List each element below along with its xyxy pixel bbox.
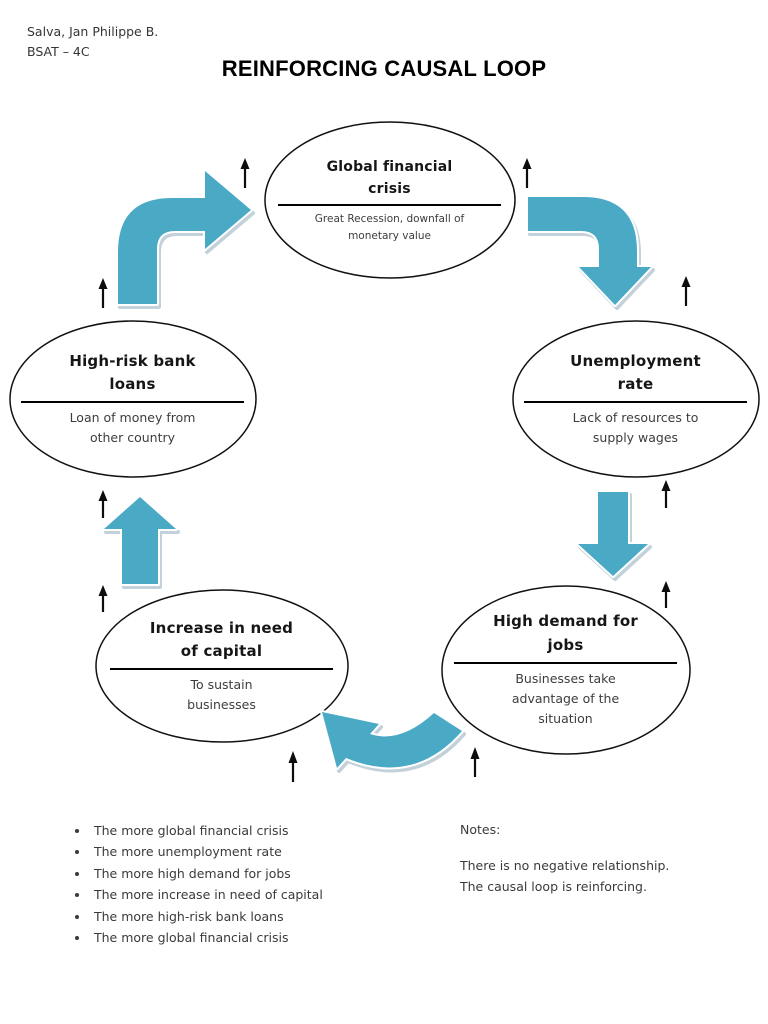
notes-line: The causal loop is reinforcing.: [460, 878, 647, 894]
node-high-risk-bank-loans: High-risk bank loans Loan of money from …: [21, 314, 244, 484]
author-block: Salva, Jan Philippe B. BSAT – 4C: [27, 22, 158, 62]
node-subtitle-line: supply wages: [592, 430, 679, 446]
polarity-up-arrow-icon: [98, 278, 108, 308]
author-name: Salva, Jan Philippe B.: [27, 24, 159, 39]
node-title-line: High-risk bank: [69, 351, 196, 370]
node-unemployment-rate: Unemployment rate Lack of resources to s…: [524, 314, 747, 484]
polarity-up-arrow-icon: [661, 581, 671, 608]
ellipse-global-financial-crisis: [264, 121, 516, 279]
node-subtitle-line: monetary value: [348, 229, 431, 242]
node-subtitle-line: Loan of money from: [69, 409, 196, 425]
node-divider: [278, 203, 501, 206]
list-item: The more unemployment rate: [90, 841, 323, 862]
polarity-up-arrow-icon: [98, 490, 108, 518]
node-subtitle-line: Businesses take: [515, 670, 616, 686]
node-title-line: crisis: [368, 180, 411, 197]
node-subtitle: Loan of money from other country: [70, 408, 196, 449]
page-title: REINFORCING CAUSAL LOOP: [221, 56, 547, 81]
author-section: BSAT – 4C: [27, 44, 90, 59]
node-divider: [110, 667, 333, 670]
node-subtitle: Great Recession, downfall of monetary va…: [315, 211, 464, 245]
flow-arrows: [102, 169, 653, 770]
node-subtitle-line: businesses: [187, 697, 256, 713]
node-title: Unemployment rate: [570, 350, 701, 397]
node-title: High demand for jobs: [493, 610, 638, 657]
list-item: The more high demand for jobs: [90, 863, 323, 884]
node-title-line: Global financial: [326, 158, 453, 175]
notes-block: Notes: There is no negative relationship…: [460, 822, 669, 897]
ellipse-unemployment-rate: [512, 320, 760, 478]
arrow-loans-to-crisis-icon: [116, 169, 253, 306]
arrow-jobs-to-capital-icon: [320, 710, 464, 770]
node-subtitle-line: To sustain: [190, 676, 253, 692]
node-title: Global financial crisis: [327, 156, 453, 200]
node-subtitle: Businesses take advantage of the situati…: [512, 669, 619, 730]
node-ellipses: [9, 121, 760, 755]
node-subtitle: To sustain businesses: [187, 675, 256, 716]
node-title-line: loans: [109, 375, 156, 394]
ellipse-high-risk-bank-loans: [9, 320, 257, 478]
loop-summary-list: The more global financial crisis The mor…: [62, 820, 323, 948]
arrow-capital-to-loans-icon: [102, 495, 178, 586]
ellipse-increase-in-need-of-capital: [95, 589, 349, 743]
arrow-unemployment-to-jobs-icon: [576, 490, 650, 578]
polarity-up-arrow-icon: [661, 480, 671, 508]
polarity-up-arrow-icon: [470, 747, 480, 777]
node-subtitle-line: other country: [89, 430, 176, 446]
notes-line: There is no negative relationship.: [460, 858, 670, 873]
ellipse-high-demand-for-jobs: [441, 585, 691, 755]
node-subtitle-line: situation: [538, 711, 593, 727]
node-title-line: jobs: [547, 636, 584, 655]
polarity-arrows: [98, 158, 691, 782]
polarity-up-arrow-icon: [681, 276, 691, 306]
polarity-up-arrow-icon: [522, 158, 532, 188]
list-item: The more global financial crisis: [90, 820, 323, 841]
node-title: Increase in need of capital: [150, 617, 293, 664]
list-item: The more increase in need of capital: [90, 884, 323, 905]
node-subtitle-line: Lack of resources to: [572, 409, 699, 425]
node-high-demand-for-jobs: High demand for jobs Businesses take adv…: [454, 585, 677, 755]
arrow-crisis-to-unemployment-icon: [526, 195, 653, 307]
node-global-financial-crisis: Global financial crisis Great Recession,…: [278, 115, 501, 285]
node-divider: [21, 400, 244, 403]
node-title-line: rate: [617, 375, 654, 394]
node-title: High-risk bank loans: [69, 350, 195, 397]
node-subtitle-line: advantage of the: [511, 691, 620, 707]
node-title-line: of capital: [180, 642, 263, 661]
polarity-up-arrow-icon: [240, 158, 250, 188]
node-divider: [524, 400, 747, 403]
node-increase-in-need-of-capital: Increase in need of capital To sustain b…: [110, 581, 333, 751]
node-subtitle: Lack of resources to supply wages: [573, 408, 699, 449]
node-subtitle-line: Great Recession, downfall of: [314, 212, 465, 225]
polarity-up-arrow-icon: [98, 585, 108, 612]
notes-label: Notes:: [460, 822, 501, 837]
node-title-line: High demand for: [493, 612, 638, 631]
polarity-up-arrow-icon: [288, 751, 298, 782]
node-divider: [454, 661, 677, 664]
list-item: The more global financial crisis: [90, 927, 323, 948]
list-item: The more high-risk bank loans: [90, 906, 323, 927]
node-title-line: Increase in need: [149, 618, 294, 637]
node-title-line: Unemployment: [570, 351, 701, 370]
